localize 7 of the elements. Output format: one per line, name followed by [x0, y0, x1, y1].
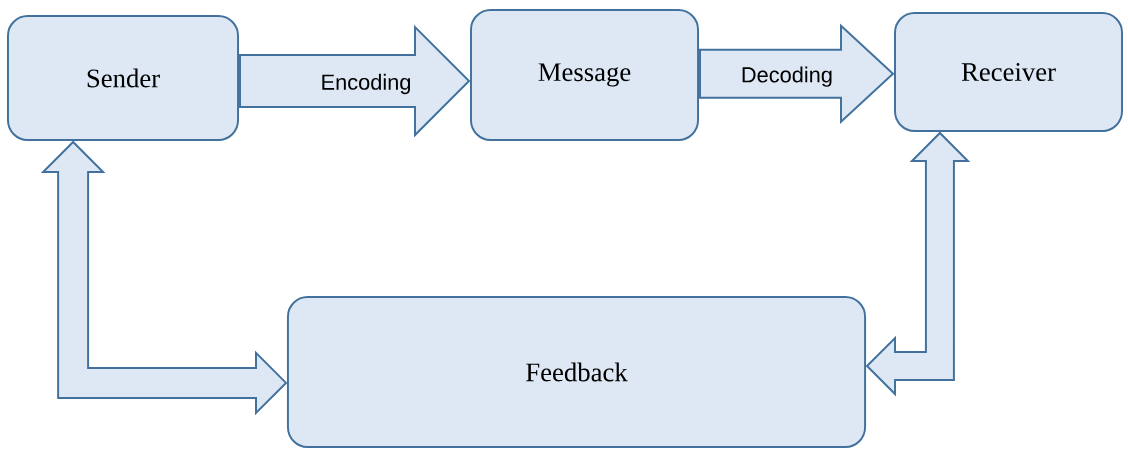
edge-label: Decoding [742, 66, 832, 87]
block-arrow [865, 131, 971, 397]
process-box: Sender [7, 15, 240, 141]
process-box: Feedback [286, 296, 867, 448]
process-box: Receiver [894, 12, 1124, 132]
process-box: Message [470, 9, 700, 141]
edge-label: Encoding [322, 73, 411, 95]
